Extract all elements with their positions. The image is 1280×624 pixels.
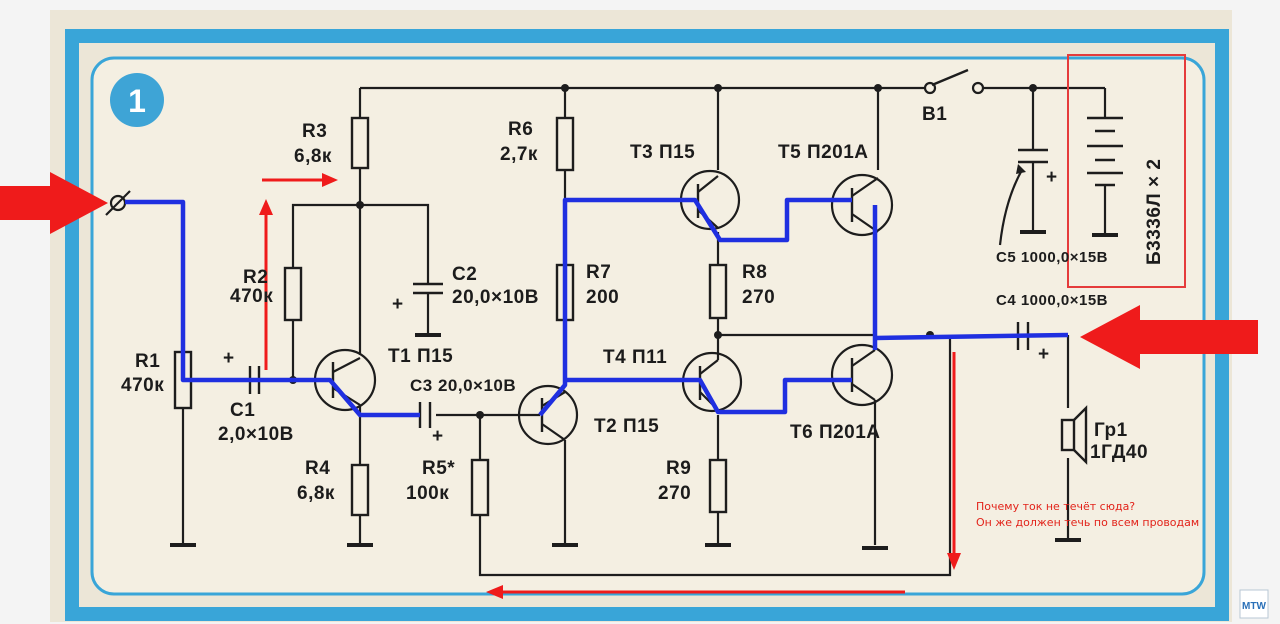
battery [1087,116,1123,187]
label-speaker-name: Гр1 [1094,420,1128,441]
label-r6-value: 2,7к [500,144,538,165]
inner-panel [90,56,1206,596]
label-c2-value: 20,0×10В [452,287,539,308]
label-b1: В1 [922,104,947,125]
figure-badge: 1 [110,73,164,127]
label-c4: С4 1000,0×15В [996,292,1108,309]
label-r5-value: 100к [406,483,449,504]
note-line-2: Он же должен течь по всем проводам [976,516,1199,529]
red-annotation-arrows [0,172,1258,599]
output-arrow-icon [1080,305,1258,369]
switch-b1 [923,68,985,95]
resistor-r6 [555,116,575,172]
label-c5: С5 1000,0×15В [996,249,1108,266]
resistors [173,116,728,517]
plus-c3: + [432,426,444,447]
label-t5: Т5 П201А [778,142,869,163]
label-r3-name: R3 [302,121,327,142]
figure-number: 1 [128,83,146,119]
label-r4-name: R4 [305,458,330,479]
label-c3: С3 20,0×10В [410,376,516,395]
resistor-r5 [470,458,490,517]
channel-watermark: MTW [1239,589,1269,619]
label-r1-value: 470к [121,375,164,396]
label-c1-name: С1 [230,400,255,421]
resistor-r9 [708,458,728,514]
input-arrow-icon [0,172,108,234]
ground-symbols [170,230,1118,550]
question-note: Почему ток не течёт сюда? Он же должен т… [976,500,1199,529]
plus-c5: + [1046,167,1058,188]
resistor-r4 [350,463,370,517]
arrow-left-icon [486,585,503,599]
plus-c2: + [392,294,404,315]
arrow-down-icon [947,553,961,570]
label-r7-value: 200 [586,287,619,308]
label-r8-name: R8 [742,262,767,283]
note-line-1: Почему ток не течёт сюда? [976,500,1135,513]
resistor-r2 [283,266,303,322]
label-r4-value: 6,8к [297,483,335,504]
speaker-gr1 [1060,405,1088,465]
label-r9-name: R9 [666,458,691,479]
label-t2: Т2 П15 [594,416,659,437]
transistor-t6 [830,343,894,407]
label-r2-value: 470к [230,286,273,307]
component-labels: R3 6,8к R6 2,7к Т3 П15 Т5 П201А В1 Б3336… [121,104,1165,504]
label-r6-name: R6 [508,119,533,140]
label-c2-name: С2 [452,264,477,285]
arrow-up-icon [259,199,273,215]
transistor-t5 [830,173,894,237]
battery-highlight-box [1067,54,1186,288]
label-r8-value: 270 [742,287,775,308]
current-path-overlay [125,197,1069,418]
label-speaker-value: 1ГД40 [1090,442,1148,463]
resistor-r3 [350,116,370,170]
label-t4: Т4 П11 [603,347,667,368]
watermark-text: MTW [1242,601,1266,612]
plus-c1: + [223,348,235,369]
resistor-r8 [708,263,728,320]
label-t6: Т6 П201А [790,422,881,443]
label-r9-value: 270 [658,483,691,504]
label-r7-name: R7 [586,262,611,283]
label-t1: Т1 П15 [388,346,453,367]
label-r5-name: R5* [422,458,455,479]
label-battery: Б3336Л × 2 [1144,159,1165,265]
label-r1-name: R1 [135,351,160,372]
label-t3: Т3 П15 [630,142,695,163]
label-r3-value: 6,8к [294,146,332,167]
plus-c4: + [1038,344,1050,365]
arrow-right-icon [322,173,338,187]
label-c1-value: 2,0×10В [218,424,294,445]
label-r2-name: R2 [243,267,268,288]
